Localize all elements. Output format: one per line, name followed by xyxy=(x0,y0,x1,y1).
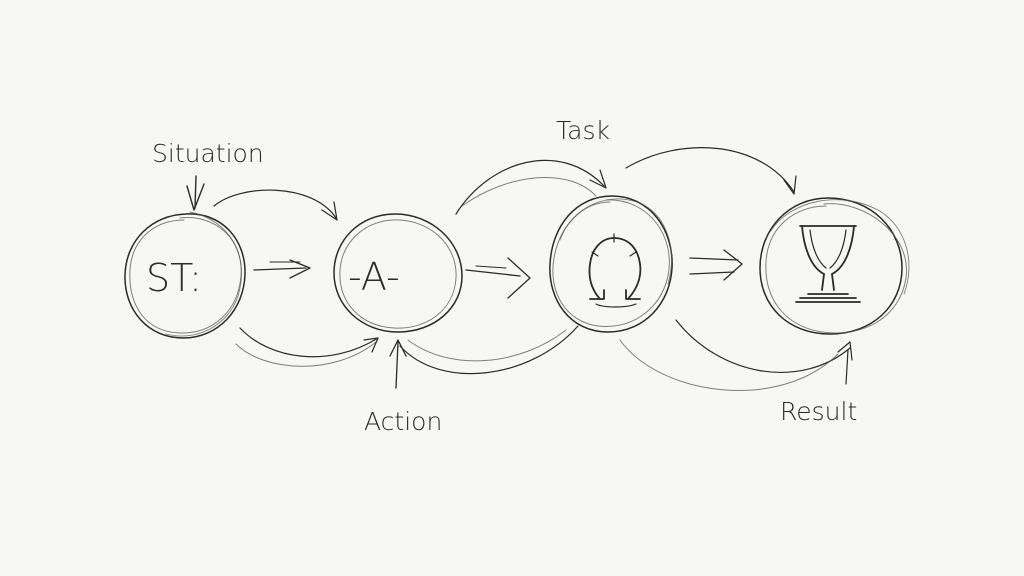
arc-task-to-action-bottom xyxy=(399,325,579,375)
result-pointer-arrow xyxy=(845,349,849,385)
arc-action-pointer xyxy=(389,339,407,389)
arc-action-to-task-top xyxy=(455,159,607,215)
arc-task-to-result-bottom xyxy=(619,319,853,391)
label-situation: Situation xyxy=(152,139,264,168)
arrow-task-to-result xyxy=(689,249,743,281)
result-node xyxy=(759,197,910,335)
task-node xyxy=(549,195,673,333)
arc-task-to-result-top xyxy=(625,147,797,195)
label-task: Task xyxy=(556,116,610,145)
trophy-icon xyxy=(795,225,861,303)
situation-pointer-arrow xyxy=(186,175,205,211)
arrow-action-to-task xyxy=(465,257,531,299)
label-action: Action xyxy=(364,407,442,436)
action-node-label: -A- xyxy=(348,255,400,299)
arc-situation-to-action-top xyxy=(213,189,338,221)
action-node: -A- xyxy=(333,213,463,333)
arc-situation-to-action-bottom xyxy=(235,327,379,367)
arrow-situation-to-action xyxy=(253,259,311,279)
situation-node: ST: xyxy=(124,211,246,339)
omega-icon xyxy=(588,233,642,308)
situation-node-label: ST: xyxy=(146,256,202,300)
label-result: Result xyxy=(780,397,857,426)
